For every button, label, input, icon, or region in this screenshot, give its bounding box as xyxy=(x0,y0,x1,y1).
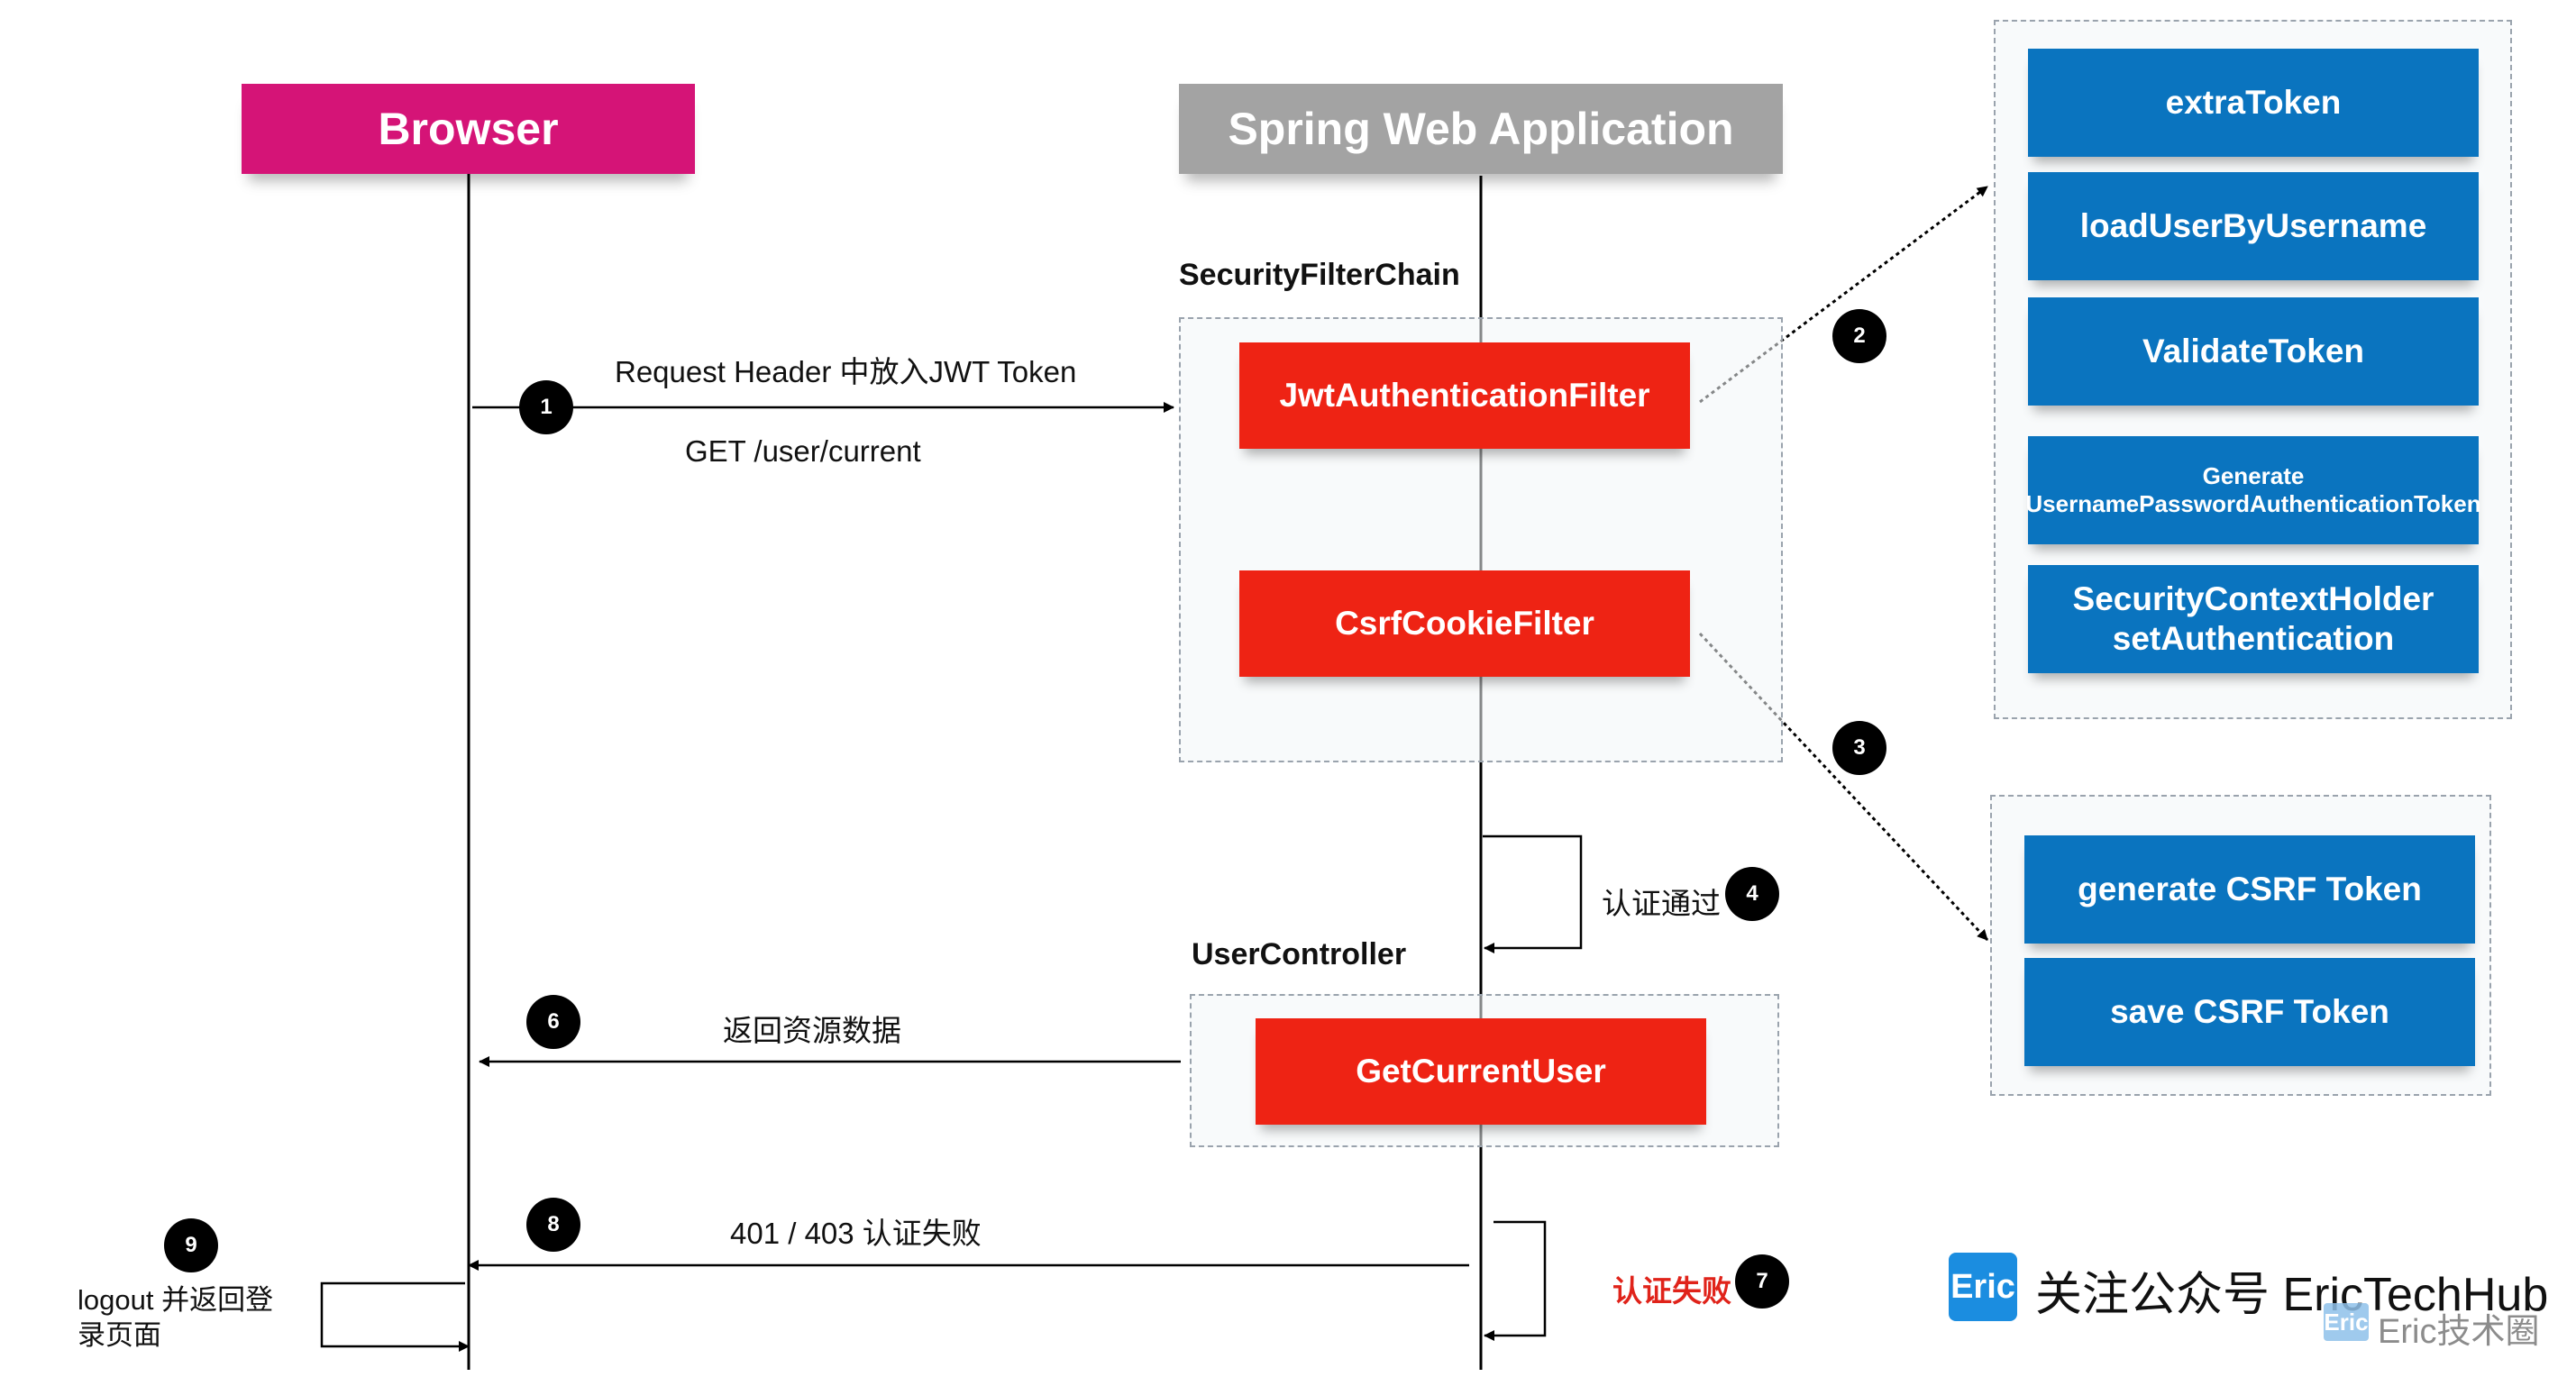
watermark-logo: Eric xyxy=(2324,1303,2369,1341)
validate-token-step: ValidateToken xyxy=(2028,297,2479,406)
step-badge-7: 7 xyxy=(1735,1254,1789,1309)
context-line2: setAuthentication xyxy=(2112,620,2395,657)
csrf-cookie-filter: CsrfCookieFilter xyxy=(1239,570,1690,677)
auth-fail-loop xyxy=(1484,1220,1547,1341)
browser-header: Browser xyxy=(242,84,695,174)
logout-text: logout 并返回登 录页面 xyxy=(78,1283,273,1354)
save-csrf-step: save CSRF Token xyxy=(2024,958,2475,1066)
auth-pass-text: 认证通过 xyxy=(1602,887,1721,920)
step-badge-2: 2 xyxy=(1832,309,1886,363)
generate-token-line1: Generate xyxy=(2202,461,2305,489)
get-current-user: GetCurrentUser xyxy=(1256,1018,1706,1125)
step-badge-8: 8 xyxy=(526,1198,580,1252)
auth-fail-code-text: 401 / 403 认证失败 xyxy=(730,1217,982,1250)
jwt-authentication-filter: JwtAuthenticationFilter xyxy=(1239,342,1690,449)
generate-token-line2: UsernamePasswordAuthenticationToken xyxy=(2025,490,2481,517)
follow-text: 关注公众号 EricTechHub xyxy=(2035,1269,2549,1321)
step-badge-4: 4 xyxy=(1725,867,1779,921)
logout-line2: 录页面 xyxy=(78,1318,161,1351)
auth-fail-text: 认证失败 xyxy=(1612,1274,1731,1308)
user-controller-label: UserController xyxy=(1192,937,1407,971)
watermark-text: Eric技术圈 xyxy=(2378,1313,2540,1351)
return-data-text: 返回资源数据 xyxy=(723,1014,901,1047)
logout-loop xyxy=(320,1281,470,1352)
csrf-dotted-arrow xyxy=(1698,632,1989,942)
logout-line1: logout 并返回登 xyxy=(78,1284,274,1316)
step-badge-6: 6 xyxy=(526,995,580,1049)
load-user-step: loadUserByUsername xyxy=(2028,172,2479,280)
auth-pass-loop xyxy=(1483,834,1583,953)
context-line1: SecurityContextHolder xyxy=(2072,579,2434,617)
extra-token-step: extraToken xyxy=(2028,49,2479,157)
request-header-text: Request Header 中放入JWT Token xyxy=(615,355,1077,388)
security-filter-chain-label: SecurityFilterChain xyxy=(1179,258,1460,292)
generate-csrf-step: generate CSRF Token xyxy=(2024,835,2475,944)
step-badge-1: 1 xyxy=(519,380,573,434)
step-badge-3: 3 xyxy=(1832,721,1886,775)
generate-auth-token-step: Generate UsernamePasswordAuthenticationT… xyxy=(2025,436,2481,544)
eric-logo: Eric xyxy=(1949,1253,2017,1321)
security-context-step: SecurityContextHolder setAuthentication xyxy=(2028,565,2479,673)
get-path-text: GET /user/current xyxy=(685,434,921,468)
spring-header: Spring Web Application xyxy=(1179,84,1783,174)
step-badge-9: 9 xyxy=(164,1218,218,1272)
